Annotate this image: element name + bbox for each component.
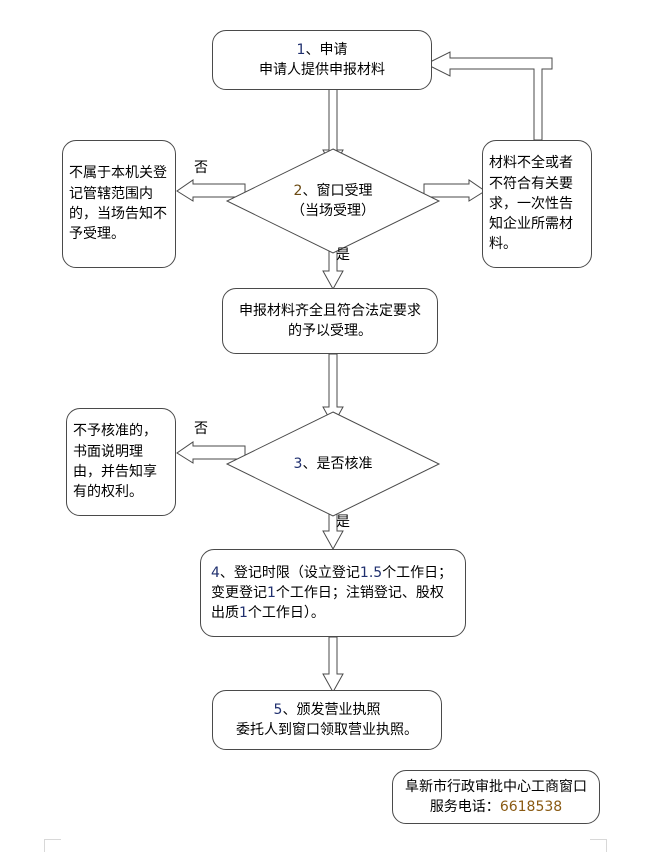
node-step1-line2: 申请人提供申报材料 <box>259 62 385 78</box>
node-step4-number-d: 1 <box>239 605 248 622</box>
footer-phone-number: 6618538 <box>499 799 563 815</box>
node-decision2-line2: （当场受理） <box>291 203 375 219</box>
footer-line1: 阜新市行政审批中心工商窗口 <box>405 778 587 795</box>
node-decision2-number: 2 <box>293 182 303 199</box>
node-step1-line1: 、申请 <box>305 41 348 58</box>
node-accept[interactable]: 申报材料齐全且符合法定要求 的予以受理。 <box>222 288 438 354</box>
node-reject-left-2-text: 不予核准的，书面说明理由，并告知享有的权利。 <box>73 423 157 501</box>
node-decision3-line1: 、是否核准 <box>302 455 373 472</box>
node-reject-left-2[interactable]: 不予核准的，书面说明理由，并告知享有的权利。 <box>66 408 176 516</box>
decision2-diamond-shape <box>225 148 441 254</box>
node-step4-seg-d: 个工作日）。 <box>247 605 325 622</box>
node-step4-seg-c: 个工作日；注销登记、股权出质 <box>211 584 444 622</box>
crop-mark-bottom-right <box>590 839 607 852</box>
node-step4-number: 4 <box>211 564 220 581</box>
node-footer-text: 阜新市行政审批中心工商窗口 服务电话：6618538 <box>393 777 599 818</box>
node-step5-number: 5 <box>273 701 283 718</box>
node-step4[interactable]: 4、登记时限（设立登记1.5个工作日；变更登记1个工作日；注销登记、股权出质1个… <box>200 549 466 637</box>
crop-mark-bottom-left <box>44 839 61 852</box>
node-step1-number: 1 <box>296 41 306 58</box>
node-decision3-label: 3、是否核准 <box>226 411 440 517</box>
node-step4-seg-a: 、登记时限（设立登记 <box>219 564 360 581</box>
node-reject-right-1-text: 材料不全或者不符合有关要求，一次性告知企业所需材料。 <box>489 155 573 253</box>
node-step5[interactable]: 5、颁发营业执照 委托人到窗口领取营业执照。 <box>212 690 442 750</box>
node-step5-text: 5、颁发营业执照 委托人到窗口领取营业执照。 <box>213 700 441 741</box>
node-decision2[interactable]: 2、窗口受理 （当场受理） <box>225 148 441 254</box>
arrow-step4-to-step5 <box>322 636 344 694</box>
node-step4-number-b: 1.5 <box>359 564 383 581</box>
arrow-reject-right-to-step1 <box>424 51 553 141</box>
node-step4-seg-b: 个工作日；变更登记 <box>211 564 453 601</box>
node-decision3-number: 3 <box>293 455 303 472</box>
node-accept-line2: 的予以受理。 <box>288 323 372 339</box>
node-step1-text: 1、申请 申请人提供申报材料 <box>213 40 431 81</box>
node-step1[interactable]: 1、申请 申请人提供申报材料 <box>212 30 432 90</box>
node-reject-right-1[interactable]: 材料不全或者不符合有关要求，一次性告知企业所需材料。 <box>482 140 592 268</box>
edge-label-yes-1: 是 <box>336 247 350 263</box>
node-step4-text: 4、登记时限（设立登记1.5个工作日；变更登记1个工作日；注销登记、股权出质1个… <box>201 563 465 624</box>
edge-label-yes-2: 是 <box>336 514 350 530</box>
edge-label-no-2: 否 <box>194 421 208 437</box>
node-decision2-line1: 、窗口受理 <box>302 182 373 199</box>
footer-phone-label: 服务电话： <box>429 799 500 815</box>
node-step4-number-c: 1 <box>267 584 276 601</box>
node-step5-line2: 委托人到窗口领取营业执照。 <box>236 722 418 738</box>
node-decision3[interactable]: 3、是否核准 <box>225 411 441 517</box>
node-step5-line1: 、颁发营业执照 <box>282 701 381 718</box>
node-footer-contact[interactable]: 阜新市行政审批中心工商窗口 服务电话：6618538 <box>392 770 600 824</box>
node-reject-left-1-text: 不属于本机关登记管辖范围内的，当场告知不予受理。 <box>69 165 167 243</box>
node-decision2-label: 2、窗口受理 （当场受理） <box>226 148 440 254</box>
node-accept-text: 申报材料齐全且符合法定要求 的予以受理。 <box>223 301 437 342</box>
edge-label-no-1: 否 <box>194 160 208 176</box>
node-reject-left-1[interactable]: 不属于本机关登记管辖范围内的，当场告知不予受理。 <box>62 140 176 268</box>
node-accept-line1: 申报材料齐全且符合法定要求 <box>239 302 421 319</box>
decision3-diamond-shape <box>225 411 441 517</box>
